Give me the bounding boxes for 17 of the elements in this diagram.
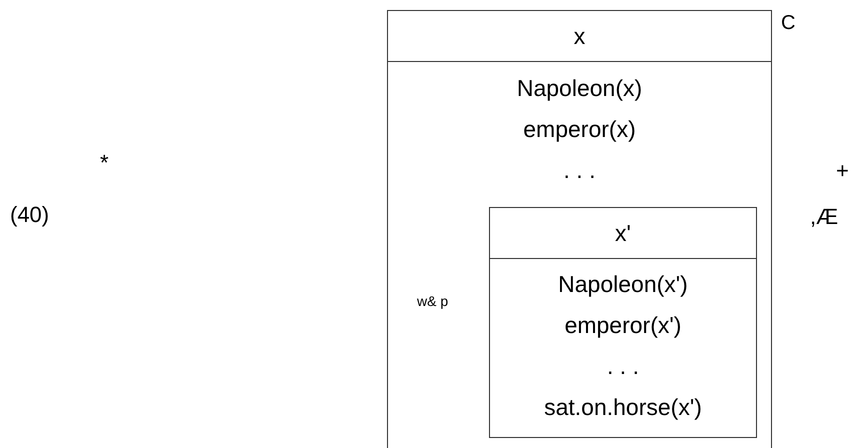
drs-box [489, 207, 757, 438]
symbol-label: ,Æ [810, 204, 838, 230]
condition: emperor(x') [564, 311, 682, 340]
drs-box [387, 10, 772, 448]
condition: Napoleon(x') [558, 270, 688, 299]
condition: sat.on.horse(x') [544, 393, 702, 422]
symbol-label: + [836, 158, 849, 184]
symbol-label: * [100, 150, 109, 176]
condition: Napoleon(x) [516, 74, 642, 103]
condition: emperor(x) [523, 115, 636, 144]
symbol-label: C [781, 12, 796, 35]
symbol-label: w& p [417, 293, 448, 309]
discourse-referent: x [574, 22, 586, 50]
condition: . . . [607, 352, 639, 381]
symbol-label: (40) [10, 202, 50, 228]
discourse-referent: x' [615, 220, 631, 246]
condition: . . . [564, 156, 596, 185]
